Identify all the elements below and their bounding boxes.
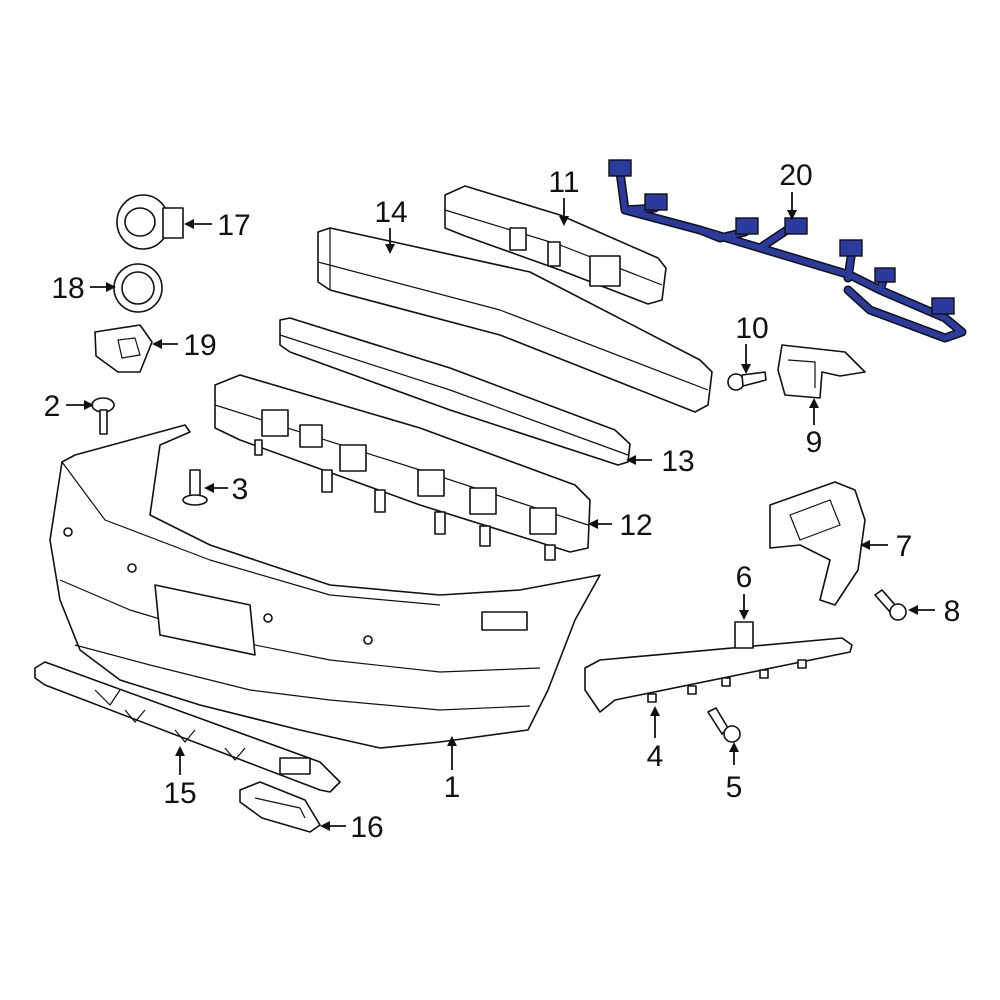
callout-5[interactable]: 5	[726, 771, 743, 804]
callout-8[interactable]: 8	[944, 595, 961, 628]
part-7-side-bracket[interactable]	[769, 481, 866, 606]
callout-16[interactable]: 16	[350, 811, 383, 844]
callout-18[interactable]: 18	[51, 272, 84, 305]
callout-17[interactable]: 17	[217, 209, 250, 242]
part-8-bolt[interactable]	[874, 589, 907, 621]
part-19-sensor-bracket[interactable]	[94, 324, 153, 373]
callout-4[interactable]: 4	[647, 740, 664, 773]
part-3-push-pin[interactable]	[182, 469, 208, 506]
part-17-park-sensor[interactable]	[116, 194, 184, 250]
callout-6[interactable]: 6	[736, 561, 753, 594]
part-5-bolt[interactable]	[707, 707, 741, 743]
callout-20[interactable]: 20	[779, 159, 812, 192]
callout-3[interactable]: 3	[232, 473, 249, 506]
callout-11[interactable]: 11	[548, 166, 579, 199]
callout-12[interactable]: 12	[619, 509, 652, 542]
part-15-lower-valance[interactable]	[34, 661, 341, 793]
part-2-screw[interactable]	[91, 397, 115, 435]
part-6-clip[interactable]	[734, 621, 754, 649]
callout-2[interactable]: 2	[44, 390, 61, 423]
callout-9[interactable]: 9	[806, 426, 823, 459]
callout-labels: 1 2 3 4 5 6 7 8 9 10 11 12 13 14 15 16 1…	[44, 159, 961, 844]
part-14-reinforcement-bar[interactable]	[317, 227, 713, 413]
part-11-upper-absorber[interactable]	[444, 185, 667, 305]
callout-10[interactable]: 10	[735, 312, 768, 345]
callout-19[interactable]: 19	[183, 329, 216, 362]
callout-7[interactable]: 7	[896, 530, 913, 563]
callout-15[interactable]: 15	[163, 777, 196, 810]
leader-lines	[66, 192, 935, 831]
part-4-guide-bracket[interactable]	[584, 637, 853, 713]
callout-14[interactable]: 14	[374, 196, 407, 229]
part-1-bumper-cover[interactable]	[49, 424, 601, 749]
callout-13[interactable]: 13	[661, 445, 694, 478]
part-12-energy-absorber[interactable]	[214, 374, 591, 561]
callout-1[interactable]: 1	[444, 771, 461, 804]
part-16-trim-bezel[interactable]	[239, 781, 321, 833]
part-10-bolt[interactable]	[727, 371, 767, 391]
part-9-mount-bracket[interactable]	[777, 344, 866, 399]
part-18-sensor-ring[interactable]	[113, 263, 163, 313]
